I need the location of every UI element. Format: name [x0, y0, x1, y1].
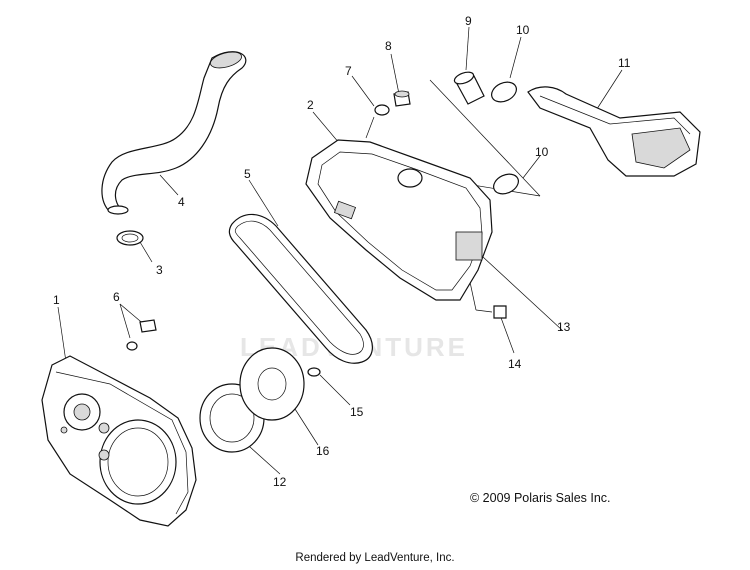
- callout-10-lower: 10: [535, 145, 549, 159]
- part-16-plate: [239, 347, 305, 421]
- part-11-intake-boot: [527, 86, 701, 177]
- callout-9: 9: [465, 14, 472, 28]
- callout-15: 15: [350, 405, 364, 419]
- rendered-by-footer: Rendered by LeadVenture, Inc.: [295, 552, 455, 564]
- callout-6: 6: [113, 290, 120, 304]
- callout-7: 7: [345, 64, 352, 78]
- part-15-screw: [307, 367, 321, 377]
- part-4-intake-duct: [101, 51, 247, 215]
- part-8-plug: [393, 90, 411, 107]
- part-2-inner-clutch-cover: [305, 139, 493, 301]
- callout-5: 5: [244, 167, 251, 181]
- callout-13: 13: [557, 320, 571, 334]
- copyright-text: © 2009 Polaris Sales Inc.: [470, 491, 611, 505]
- callout-2: 2: [307, 98, 314, 112]
- callout-14: 14: [508, 357, 522, 371]
- callout-12: 12: [273, 475, 287, 489]
- part-7-o-ring: [374, 104, 390, 116]
- part-10-clamps: [491, 81, 519, 195]
- callout-1: 1: [53, 293, 60, 307]
- part-5-drive-belt: [228, 213, 373, 364]
- callout-10-upper: 10: [516, 23, 530, 37]
- part-9-coupler: [453, 71, 485, 105]
- part-3-hose-clamp: [116, 230, 144, 246]
- callout-11: 11: [618, 56, 631, 70]
- callout-4: 4: [178, 195, 185, 209]
- callout-16: 16: [316, 444, 330, 458]
- part-6-bolt: [126, 319, 157, 351]
- callout-8: 8: [385, 39, 392, 53]
- part-1-outer-clutch-cover: [41, 355, 197, 527]
- leader-lines: [57, 26, 623, 475]
- part-14-bolt: [493, 305, 507, 319]
- callout-3: 3: [156, 263, 163, 277]
